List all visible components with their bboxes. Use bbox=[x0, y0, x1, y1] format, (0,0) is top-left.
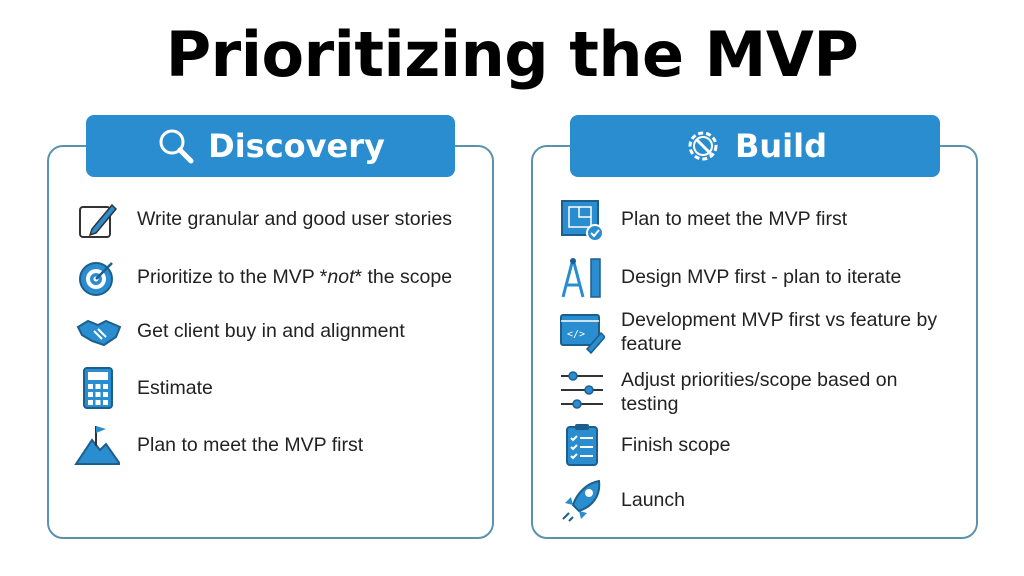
rocket-icon bbox=[562, 479, 601, 522]
mountain-flag-icon bbox=[74, 426, 120, 465]
code-window-icon: </> bbox=[560, 314, 605, 355]
discovery-title: Discovery bbox=[208, 127, 385, 165]
blueprint-icon bbox=[561, 200, 604, 242]
build-item: Design MVP first - plan to iterate bbox=[621, 266, 902, 288]
discovery-card bbox=[47, 145, 494, 539]
item-emphasis: not bbox=[327, 266, 355, 288]
compass-ruler-icon bbox=[561, 258, 601, 298]
discovery-header: Discovery bbox=[86, 115, 455, 177]
sliders-icon bbox=[561, 371, 603, 409]
calculator-icon bbox=[83, 367, 113, 409]
build-title: Build bbox=[734, 127, 827, 165]
build-item: Launch bbox=[621, 489, 685, 511]
discovery-item: Get client buy in and alignment bbox=[137, 320, 405, 342]
magnifier-icon bbox=[159, 129, 194, 164]
svg-text:</>: </> bbox=[567, 329, 585, 340]
pencil-square-icon bbox=[79, 203, 118, 238]
build-item: Plan to meet the MVP first bbox=[621, 208, 848, 230]
handshake-icon bbox=[76, 319, 122, 347]
gear-wrench-icon bbox=[688, 131, 718, 161]
build-card bbox=[531, 145, 978, 539]
target-icon bbox=[79, 262, 113, 296]
build-item: Development MVP first vs feature by feat… bbox=[621, 309, 938, 355]
build-item: Adjust priorities/scope based on testing bbox=[621, 369, 898, 415]
build-item: Finish scope bbox=[621, 434, 731, 456]
build-header: Build bbox=[570, 115, 940, 177]
discovery-item: Prioritize to the MVP *not* the scope bbox=[137, 265, 452, 289]
discovery-item: Write granular and good user stories bbox=[137, 208, 453, 230]
clipboard-checklist-icon bbox=[566, 424, 598, 466]
item-text: * the scope bbox=[354, 266, 453, 288]
discovery-item: Plan to meet the MVP first bbox=[137, 434, 364, 456]
discovery-item: Estimate bbox=[137, 377, 213, 399]
page-title: Prioritizing the MVP bbox=[165, 18, 859, 91]
item-text: Prioritize to the MVP * bbox=[137, 266, 328, 288]
